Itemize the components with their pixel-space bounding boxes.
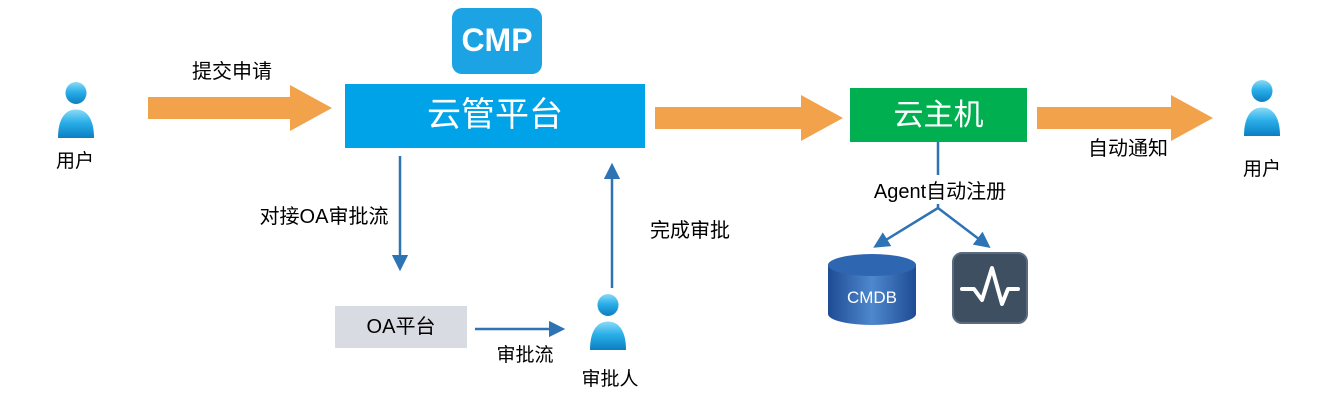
cmp-badge: CMP — [452, 8, 542, 74]
arrow-agent-to-monitor — [937, 207, 991, 248]
approver-user-icon — [590, 294, 626, 350]
agent-register-label: Agent自动注册 — [855, 175, 1025, 204]
submit-request-label: 提交申请 — [192, 61, 272, 83]
cloud-host-box: 云主机 — [850, 88, 1027, 142]
oa-approval-flow-label: 对接OA审批流 — [259, 206, 389, 228]
user-icon-right — [1244, 80, 1280, 136]
complete-approval-label: 完成审批 — [650, 220, 730, 242]
cmdb-database-icon — [828, 254, 916, 325]
user-right-label: 用户 — [1242, 159, 1281, 180]
arrow-auto-notify — [1037, 95, 1213, 141]
approval-flow-label: 审批流 — [496, 345, 554, 366]
user-left-label: 用户 — [55, 151, 94, 172]
arrow-agent-to-cmdb — [873, 206, 939, 248]
monitor-pulse-icon — [952, 252, 1028, 324]
auto-notify-label: 自动通知 — [1088, 138, 1168, 160]
arrow-platform-to-host — [655, 95, 843, 141]
cloud-platform-box: 云管平台 — [345, 84, 645, 148]
approver-label: 审批人 — [581, 369, 639, 390]
cmdb-label: CMDB — [846, 288, 898, 307]
arrow-submit-request — [148, 85, 332, 131]
oa-platform-box: OA平台 — [335, 306, 467, 348]
user-icon-left — [58, 82, 94, 138]
